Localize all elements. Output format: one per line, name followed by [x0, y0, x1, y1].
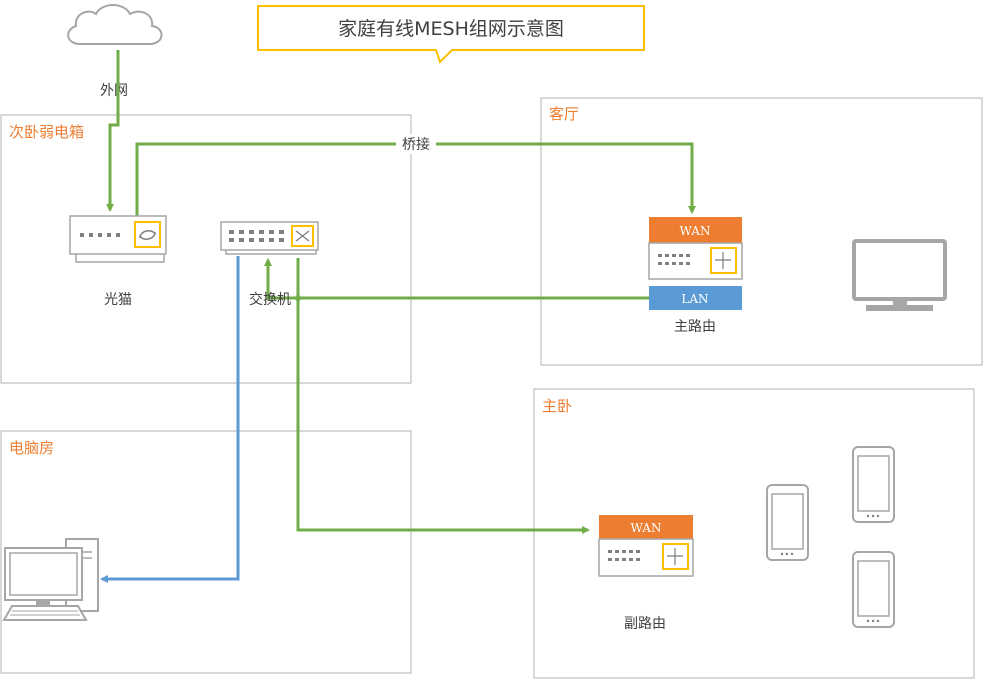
main-router-lan-label: LAN	[681, 292, 708, 306]
switch-icon	[220, 221, 319, 255]
title-callout: 家庭有线MESH组网示意图	[257, 5, 645, 64]
modem-label: 光猫	[104, 292, 132, 308]
internet-label: 外网	[100, 83, 128, 99]
switch-to-pc-link	[100, 256, 240, 583]
sub-router-wan-badge	[599, 515, 693, 539]
switch-to-sub-router-link	[296, 258, 590, 534]
bridge-label: 桥接	[402, 136, 430, 153]
room-label-secondary-bedroom: 次卧弱电箱	[9, 123, 84, 141]
internet-to-modem-link	[106, 50, 120, 212]
main-router-wan-badge	[649, 217, 742, 243]
modem-icon	[69, 215, 167, 263]
sub-router: WAN	[598, 515, 694, 577]
sub-router-label: 副路由	[624, 616, 666, 632]
tv-icon	[852, 239, 947, 311]
room-label-living-room: 客厅	[549, 105, 579, 123]
desktop-computer-icon	[2, 538, 99, 621]
sub-router-wan-label: WAN	[631, 521, 662, 535]
switch-label: 交换机	[249, 291, 291, 308]
phone-icon	[852, 551, 895, 628]
room-master-bedroom	[533, 388, 975, 679]
bridge-link	[135, 142, 696, 218]
main-router-wan-label: WAN	[680, 224, 711, 238]
room-secondary-bedroom	[0, 114, 412, 384]
main-router-lan-badge	[649, 286, 742, 310]
router-lan-to-switch-link	[264, 258, 650, 300]
main-router: WAN LAN	[648, 217, 743, 310]
cloud-icon	[67, 4, 163, 45]
room-label-computer-room: 电脑房	[9, 439, 54, 457]
room-computer-room	[0, 430, 412, 674]
diagram-title: 家庭有线MESH组网示意图	[338, 18, 564, 40]
phone-icon	[852, 446, 895, 523]
room-label-master-bedroom: 主卧	[542, 397, 572, 415]
main-router-label: 主路由	[674, 319, 716, 335]
phone-icon	[766, 484, 809, 561]
room-living-room	[540, 97, 983, 366]
bridge-label-bg	[396, 134, 436, 154]
